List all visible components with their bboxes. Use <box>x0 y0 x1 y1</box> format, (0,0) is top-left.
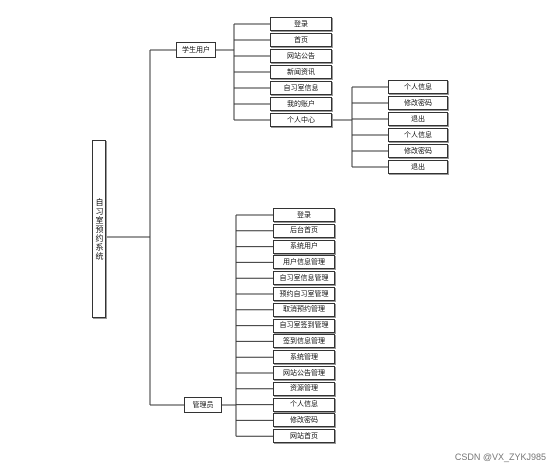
admin-item-node: 资源管理 <box>273 381 335 396</box>
admin-item-label: 网站首页 <box>290 431 318 440</box>
admin-item-label: 网站公告管理 <box>283 368 325 377</box>
root-label: 自习室预约系统 <box>95 197 104 261</box>
admin-item-node: 修改密码 <box>273 413 335 428</box>
admin-item-node: 预约自习室管理 <box>273 287 335 301</box>
personal-center-item-label: 退出 <box>411 114 425 123</box>
personal-center-item-node: 修改密码 <box>388 96 448 110</box>
admin-item-label: 资源管理 <box>290 384 318 393</box>
personal-center-item-label: 个人信息 <box>404 82 432 91</box>
admin-item-node: 自习室信息管理 <box>273 271 335 286</box>
admin-item-label: 系统管理 <box>290 352 318 361</box>
admin-item-node: 用户信息管理 <box>273 255 335 270</box>
admin-item-node: 签到信息管理 <box>273 334 335 349</box>
admin-item-label: 自习室签到管理 <box>279 321 329 330</box>
admin-item-label: 取消预约管理 <box>283 305 325 314</box>
personal-center-item-node: 个人信息 <box>388 80 448 94</box>
admin-item-node: 自习室签到管理 <box>273 318 335 333</box>
personal-center-item-label: 退出 <box>411 162 425 171</box>
student-item-node: 首页 <box>270 33 332 47</box>
admin-item-node: 网站首页 <box>273 429 335 444</box>
admin-item-label: 预约自习室管理 <box>279 289 329 298</box>
student-item-label: 网站公告 <box>287 51 315 60</box>
root-node: 自习室预约系统 <box>92 140 106 318</box>
admin-item-label: 后台首页 <box>290 226 318 235</box>
admin-item-label: 系统用户 <box>290 242 318 251</box>
student-item-node: 我的账户 <box>270 97 332 111</box>
student-item-label: 新闻资讯 <box>287 67 315 76</box>
admin-label: 管理员 <box>192 400 214 409</box>
admin-item-node: 网站公告管理 <box>273 366 335 380</box>
admin-item-node: 系统管理 <box>273 350 335 365</box>
personal-center-item-node: 个人信息 <box>388 128 448 142</box>
personal-center-item-label: 个人信息 <box>404 130 432 139</box>
personal-center-item-label: 修改密码 <box>404 98 432 107</box>
admin-item-label: 用户信息管理 <box>283 257 325 266</box>
student-item-node: 自习室信息 <box>270 81 332 95</box>
admin-item-label: 签到信息管理 <box>283 336 325 345</box>
admin-node: 管理员 <box>184 397 222 413</box>
personal-center-item-node: 退出 <box>388 160 448 174</box>
personal-center-item-label: 修改密码 <box>404 146 432 155</box>
admin-item-node: 登录 <box>273 208 335 222</box>
admin-item-label: 修改密码 <box>290 415 318 424</box>
admin-item-label: 自习室信息管理 <box>279 273 329 282</box>
personal-center-item-node: 修改密码 <box>388 144 448 158</box>
admin-item-node: 系统用户 <box>273 239 335 254</box>
student-item-node: 登录 <box>270 17 332 31</box>
student-item-node: 新闻资讯 <box>270 65 332 79</box>
admin-item-label: 个人信息 <box>290 400 318 409</box>
student-user-node: 学生用户 <box>176 42 216 58</box>
student-item-node: 个人中心 <box>270 113 332 127</box>
student-item-label: 首页 <box>294 35 308 44</box>
personal-center-item-node: 退出 <box>388 112 448 126</box>
student-item-label: 自习室信息 <box>283 83 319 92</box>
admin-item-label: 登录 <box>297 210 311 219</box>
admin-item-node: 取消预约管理 <box>273 302 335 317</box>
student-item-node: 网站公告 <box>270 49 332 63</box>
watermark: CSDN @VX_ZYKJ985 <box>454 452 546 462</box>
admin-item-node: 后台首页 <box>273 223 335 238</box>
student-user-label: 学生用户 <box>182 45 210 54</box>
student-item-label: 登录 <box>294 19 308 28</box>
student-item-label: 我的账户 <box>287 99 315 108</box>
student-item-label: 个人中心 <box>287 115 315 124</box>
admin-item-node: 个人信息 <box>273 397 335 412</box>
